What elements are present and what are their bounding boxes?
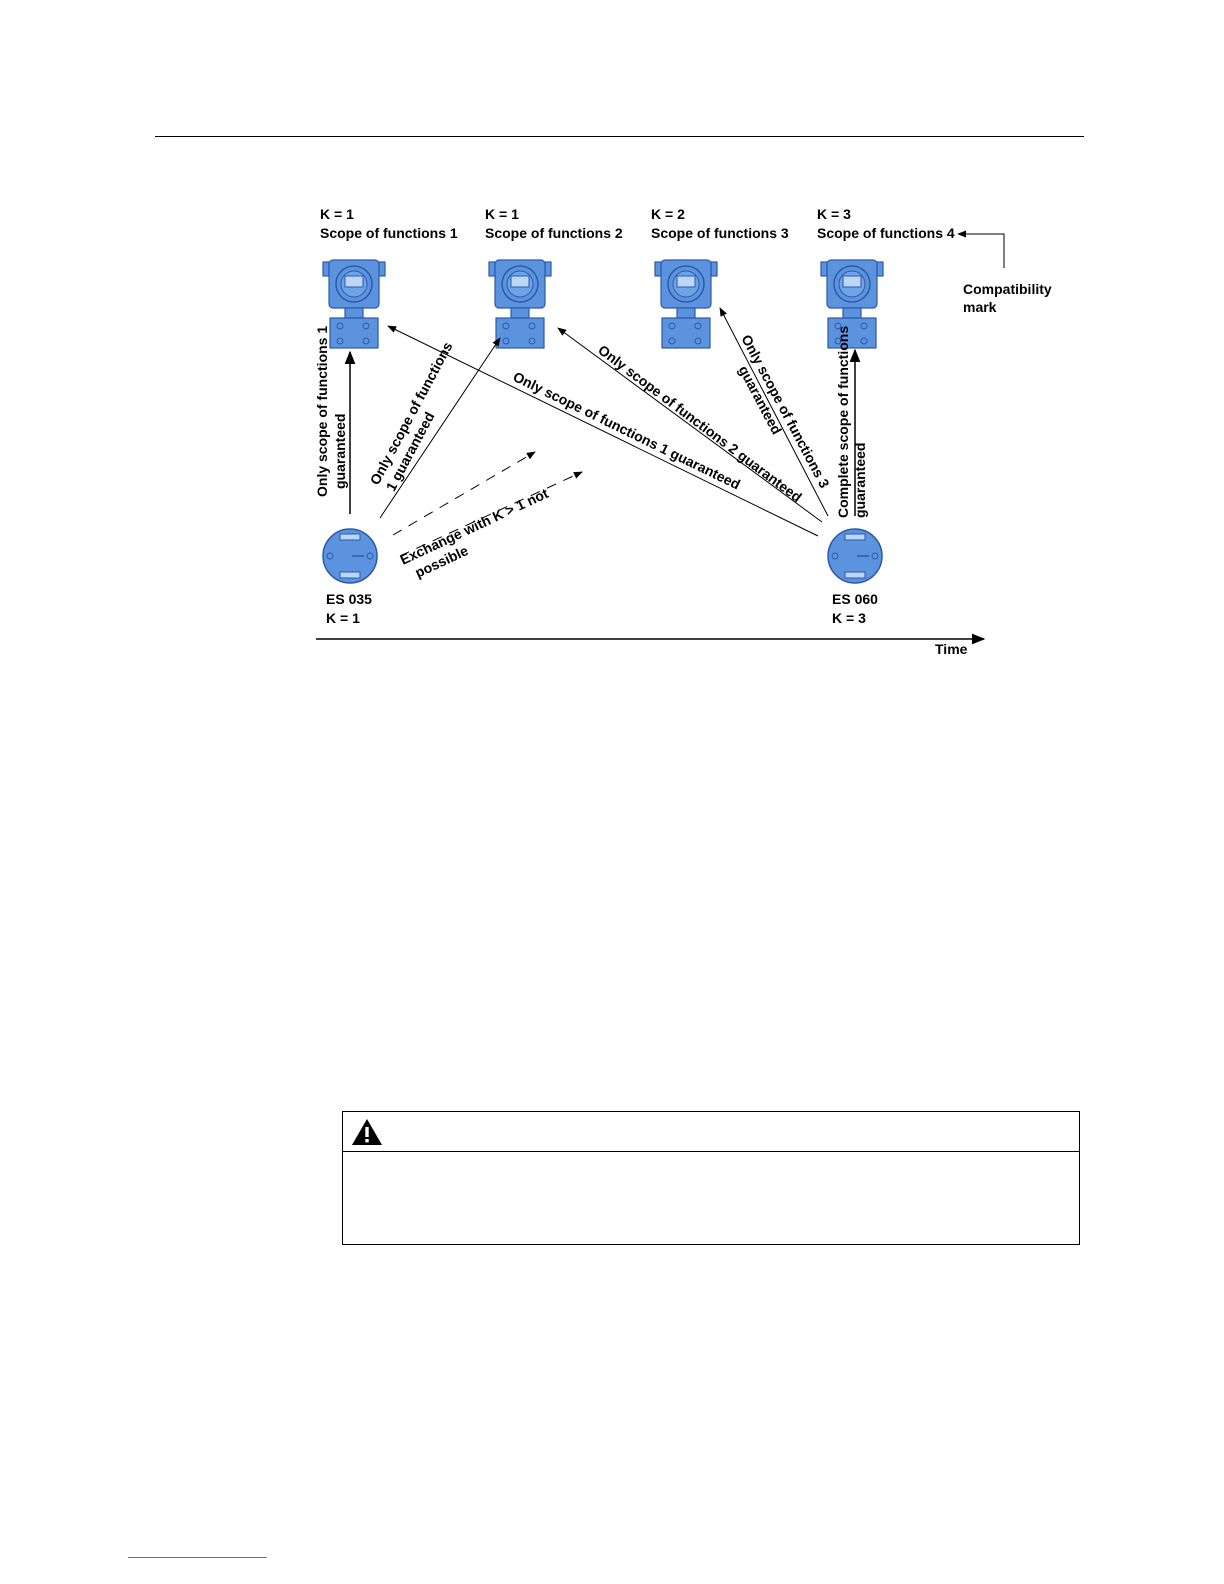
arrow-es035-dev2 (379, 337, 501, 519)
module-icon-es060 (827, 528, 883, 584)
svg-text:Only scope of functions 1: Only scope of functions 1 (314, 326, 330, 497)
device-label-2: K = 1 Scope of functions 2 (485, 206, 623, 241)
module-es060-k: K = 3 (832, 610, 866, 626)
label-es035-dev1: Only scope of functions 1 guaranteed (314, 326, 348, 497)
time-label: Time (935, 641, 968, 657)
arrow-es060-dev1 (387, 325, 819, 537)
svg-text:Complete scope of functions: Complete scope of functions (835, 326, 851, 518)
arrow-es060-dev3 (719, 307, 829, 517)
label-exchange: Exchange with K > 1 not possible (398, 485, 551, 581)
device-label-1: K = 1 Scope of functions 1 (320, 206, 458, 241)
device-4-scope: Scope of functions 4 (817, 225, 955, 241)
module-es060-name: ES 060 (832, 591, 878, 607)
arrow-es060-dev2 (557, 327, 823, 523)
svg-text:guaranteed: guaranteed (852, 443, 868, 518)
warning-box (342, 1111, 1080, 1245)
header-rule (155, 136, 1084, 137)
warning-triangle-icon (352, 1119, 382, 1145)
device-label-4: K = 3 Scope of functions 4 (817, 206, 955, 241)
compatibility-mark-line1: Compatibility (963, 281, 1052, 297)
svg-text:Exchange with K > 1 not: Exchange with K > 1 not (398, 485, 551, 568)
device-2-k: K = 1 (485, 206, 519, 222)
module-icon-es035 (322, 528, 378, 584)
svg-text:guaranteed: guaranteed (332, 414, 348, 489)
transmitter-icon-1 (322, 259, 386, 349)
warning-header (343, 1112, 1079, 1152)
device-2-scope: Scope of functions 2 (485, 225, 623, 241)
module-es035-k: K = 1 (326, 610, 360, 626)
transmitter-icon-2 (488, 259, 552, 349)
arrow-exchange-2 (399, 471, 583, 557)
compatibility-mark-line2: mark (963, 299, 997, 315)
label-es035-dev2: Only scope of functions 1 guaranteed (367, 339, 456, 494)
compatibility-mark-pointer (957, 230, 1005, 268)
device-label-3: K = 2 Scope of functions 3 (651, 206, 789, 241)
transmitter-icon-4 (820, 259, 884, 349)
compatibility-diagram: K = 1 Scope of functions 1 K = 1 Scope o… (314, 206, 1052, 657)
arrow-exchange-1 (392, 451, 536, 536)
device-1-k: K = 1 (320, 206, 354, 222)
device-3-scope: Scope of functions 3 (651, 225, 789, 241)
device-4-k: K = 3 (817, 206, 851, 222)
transmitter-icon-3 (654, 259, 718, 349)
module-es035-name: ES 035 (326, 591, 372, 607)
footer-link-underline (128, 1557, 267, 1558)
label-es060-dev4: Complete scope of functions guaranteed (835, 326, 868, 518)
device-1-scope: Scope of functions 1 (320, 225, 458, 241)
device-3-k: K = 2 (651, 206, 685, 222)
